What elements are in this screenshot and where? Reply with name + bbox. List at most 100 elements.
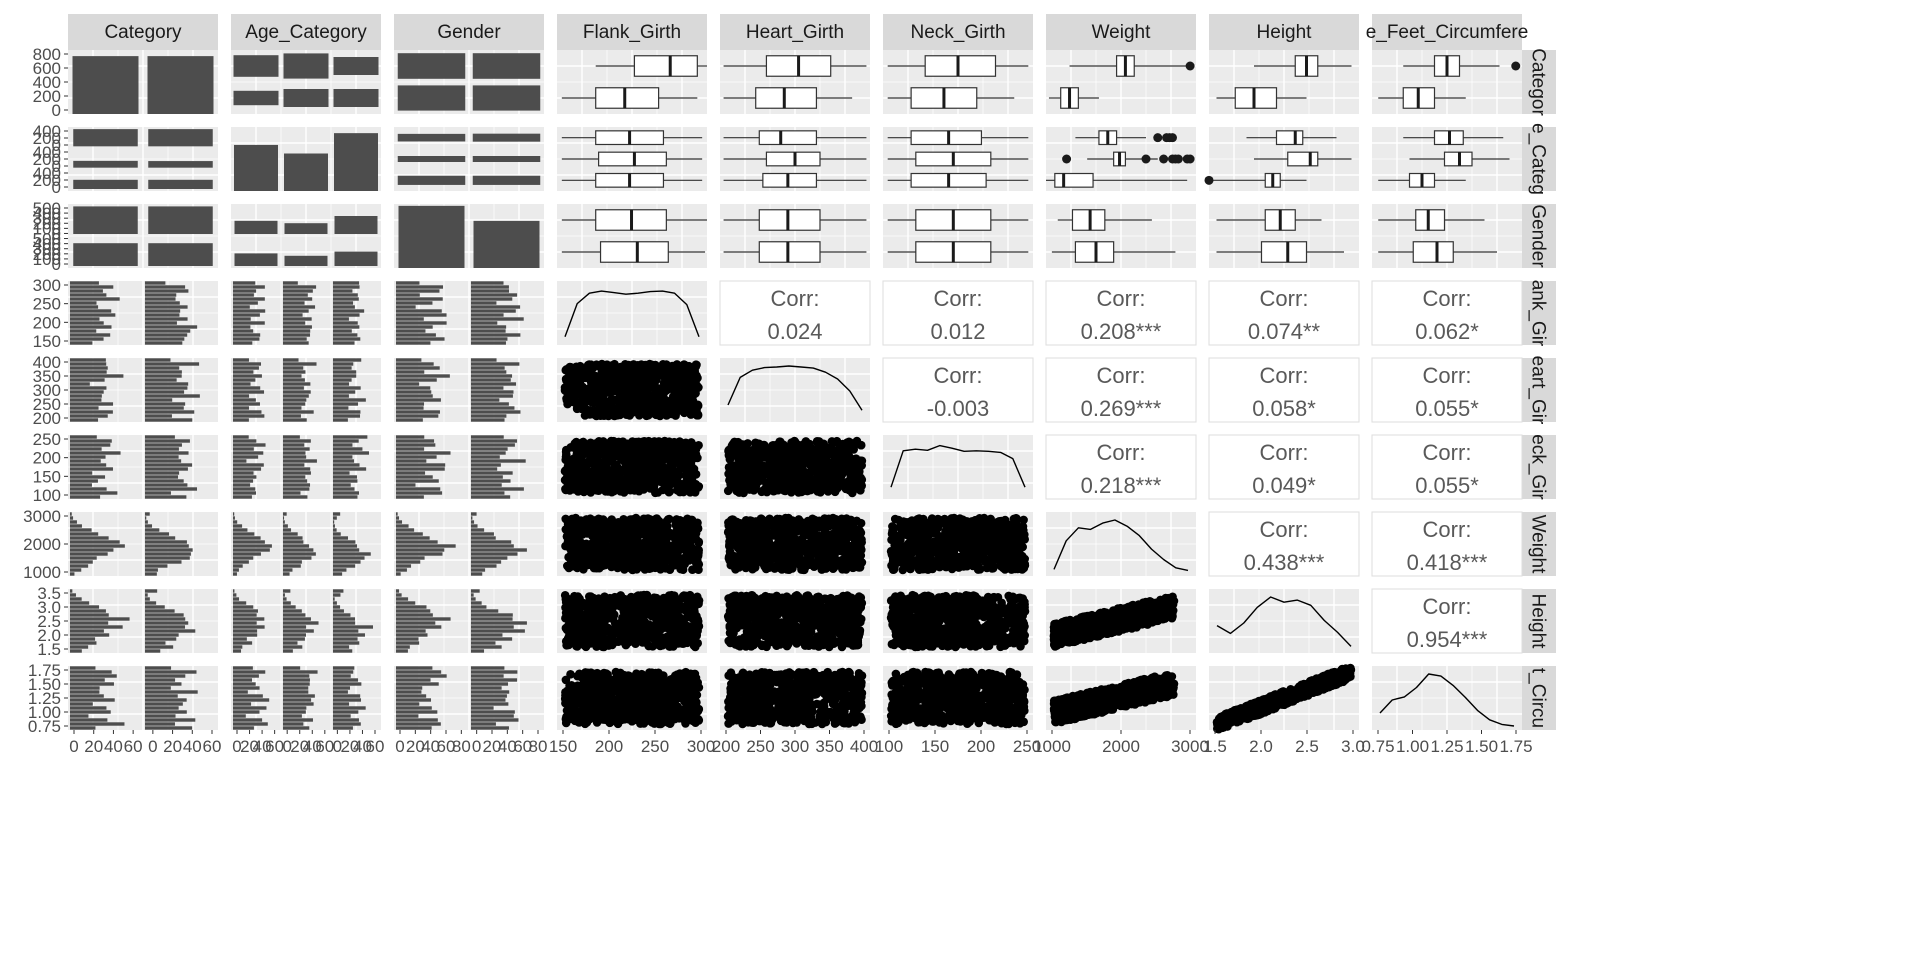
hist-bar [233,297,265,301]
bar [333,57,379,75]
bar [284,153,328,191]
hist-bar [283,520,285,524]
row-strip-Height [1520,589,1556,653]
point [803,545,812,555]
hist-bar [145,532,170,536]
row-strip-label: Weight [1528,515,1549,575]
hist-bar [233,406,249,410]
point [577,478,586,488]
hist-bar [333,536,348,540]
corr-panel [1371,357,1523,423]
point [758,461,768,471]
bar [334,216,378,234]
point [780,486,790,496]
point [573,559,582,568]
hist-bar [145,309,181,313]
corr-label: Corr: [1097,440,1146,465]
hist-bar [471,516,473,520]
point [772,459,781,469]
point [810,533,819,542]
hist-bar [471,382,517,386]
point [748,470,758,479]
point [841,552,850,561]
scatter-points [886,513,1030,575]
point [565,483,574,493]
bar [283,89,329,107]
hist-bar [233,536,261,540]
hist-bar [471,402,509,406]
hist-bar [333,366,352,370]
panel-Gender-Height [1209,204,1359,268]
hist-bar [471,536,496,540]
corr-value: 0.024 [767,319,822,344]
hist-bar [145,495,187,499]
point [639,459,649,469]
scatter-points [560,359,703,421]
hist-bar [333,568,347,572]
hist-bar [233,532,255,536]
hist-bar [145,410,195,414]
panel-Age_Category-Height [1204,127,1359,191]
hist-bar [283,451,306,455]
hist-bar [70,540,120,544]
hist-bar [283,362,317,366]
column-strip-Whole_Feet_Circumference [1372,14,1522,50]
hist-bar [333,479,358,483]
box [765,151,821,167]
hist-bar [471,374,513,378]
hist-bar [233,459,247,463]
hist-bar [471,512,477,516]
outlier-point [1173,154,1183,164]
panel-Category-Whole_Feet_Circumference [1372,50,1522,114]
point [564,472,574,482]
hist-bar [233,414,265,418]
point [658,485,667,495]
hist-bar [145,386,188,390]
point [650,383,659,393]
corr-value: -0.003 [927,396,989,421]
panel-Age_Category-Gender [394,127,544,191]
point [755,551,765,561]
hist-bar [396,414,439,418]
hist-bar [333,370,357,374]
hist-bar [333,337,361,341]
panel-Flank_Girth-Flank_Girth [557,281,707,345]
panel-Age_Category-Heart_Girth [720,127,870,191]
hist-bar [70,455,106,459]
hist-bar [70,435,97,439]
outlier-point [1153,133,1163,143]
hist-bar [233,378,256,382]
hist-bar [70,568,82,572]
hist-bar [333,475,357,479]
point [659,468,669,478]
hist-bar [471,293,518,297]
hist-bar [70,285,114,289]
hist-bar [145,556,190,560]
hist-bar [145,321,177,325]
hist-bar [233,463,264,467]
point [693,453,702,463]
bar [283,53,329,79]
column-strip-label: Age_Category [245,22,367,43]
bar [397,133,466,142]
hist-bar [396,556,425,560]
hist-bar [283,483,311,487]
panel-Neck_Girth-Age_Category [231,435,381,499]
hist-bar [333,572,343,576]
point [630,449,640,458]
hist-bar [145,293,177,297]
hist-bar [145,516,147,520]
panel-Flank_Girth-Gender [394,281,544,345]
hist-bar [283,475,306,479]
hist-bar [471,564,497,568]
hist-bar [233,556,254,560]
point [573,548,583,558]
hist-bar [233,560,249,564]
hist-bar [145,366,180,370]
point [671,533,680,542]
hist-bar [471,333,521,337]
point [603,384,612,394]
point [657,529,666,539]
panel-Weight-Flank_Girth [557,512,707,576]
point [805,473,814,483]
